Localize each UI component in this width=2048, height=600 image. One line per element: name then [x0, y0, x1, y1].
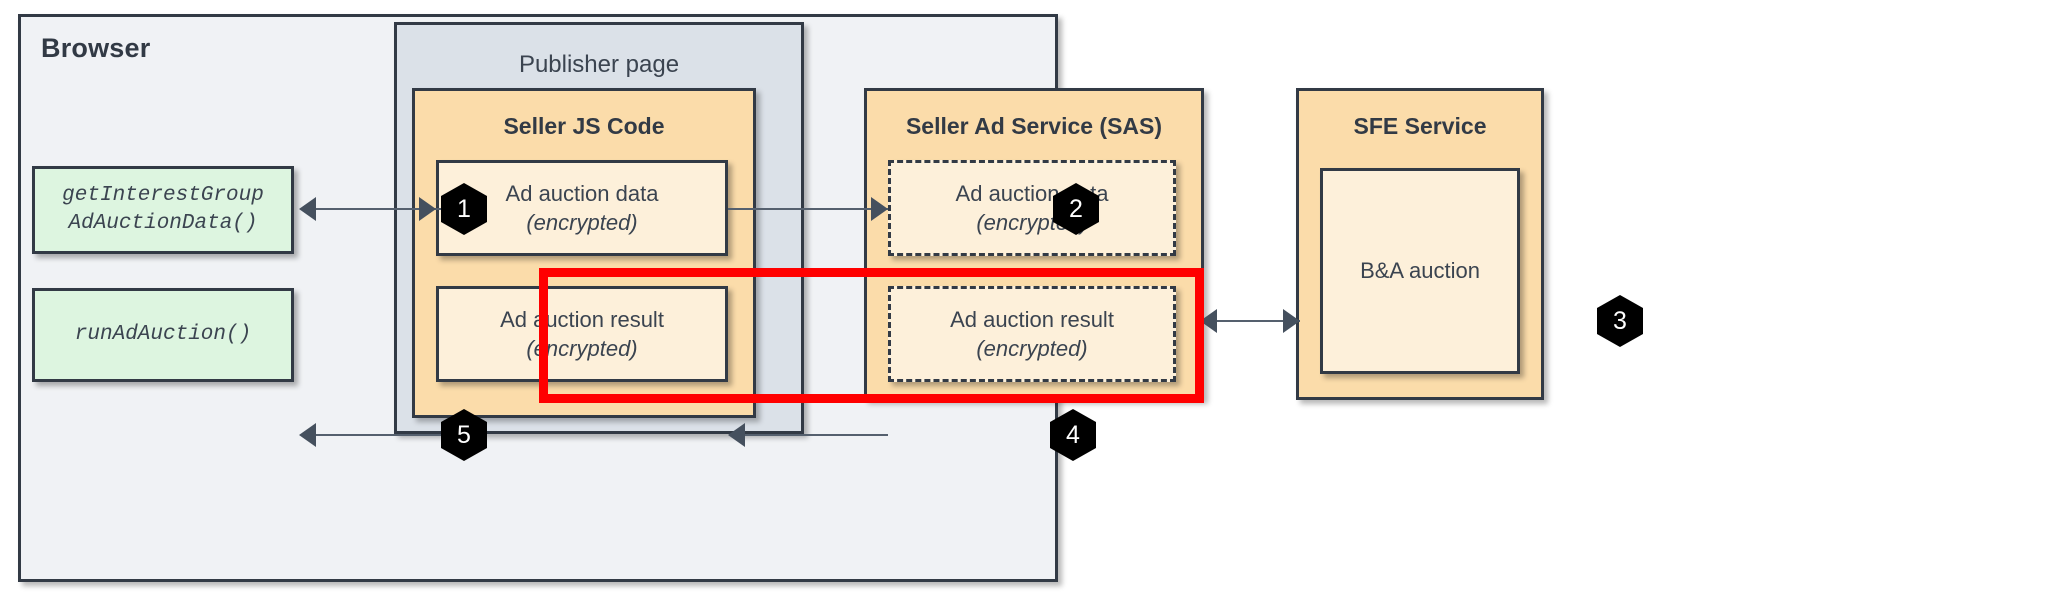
box-sub-label: (encrypted)	[526, 336, 638, 361]
arrow-step-1-right	[419, 197, 436, 221]
seller-js-code-title: Seller JS Code	[503, 113, 665, 139]
step-marker-3: 3	[1597, 295, 1643, 347]
arrow-step-1-left	[299, 197, 316, 221]
sas-ad-auction-data-box: Ad auction data (encrypted)	[888, 160, 1176, 256]
seller-ad-service-title: Seller Ad Service (SAS)	[905, 113, 1163, 139]
sfe-service-title: SFE Service	[1353, 113, 1487, 139]
step-number: 4	[1066, 420, 1080, 449]
api-label-line1: getInterestGroup	[62, 183, 264, 207]
arrow-step-5-left	[299, 423, 316, 447]
arrow-step-2-right	[871, 197, 888, 221]
arrow-step-3-right	[1283, 309, 1300, 333]
box-sub-label: (encrypted)	[526, 210, 638, 235]
step-number: 3	[1613, 306, 1627, 335]
browser-label: Browser	[41, 33, 151, 63]
box-main-label: B&A auction	[1360, 258, 1480, 284]
sas-ad-auction-result-box: Ad auction result (encrypted)	[888, 286, 1176, 382]
api-label-line2: AdAuctionData()	[68, 212, 258, 235]
box-main-label: Ad auction result	[950, 306, 1114, 332]
arrow-step-3-left	[1200, 309, 1217, 333]
api-box-get-interest-group-ad-auction-data: getInterestGroup AdAuctionData()	[32, 166, 294, 254]
api-label-run-ad-auction: runAdAuction()	[74, 322, 252, 346]
step-number: 5	[457, 420, 471, 449]
box-main-label: Ad auction result	[500, 306, 664, 332]
box-sub-label: (encrypted)	[976, 336, 1088, 361]
publisher-page-label: Publisher page	[518, 51, 680, 78]
connector-step-5	[316, 434, 446, 436]
connector-step-3	[1208, 320, 1300, 322]
connector-step-4	[742, 434, 888, 436]
arrow-step-4-left	[728, 423, 745, 447]
connector-step-1	[316, 208, 446, 210]
box-main-label: Ad auction data	[505, 180, 659, 206]
step-number: 1	[457, 194, 471, 223]
connector-step-2	[728, 208, 888, 210]
sfe-ba-auction-box: B&A auction	[1320, 168, 1520, 374]
api-box-run-ad-auction: runAdAuction()	[32, 288, 294, 382]
seller-js-ad-auction-result-box: Ad auction result (encrypted)	[436, 286, 728, 382]
seller-js-ad-auction-data-box: Ad auction data (encrypted)	[436, 160, 728, 256]
step-number: 2	[1069, 194, 1083, 223]
